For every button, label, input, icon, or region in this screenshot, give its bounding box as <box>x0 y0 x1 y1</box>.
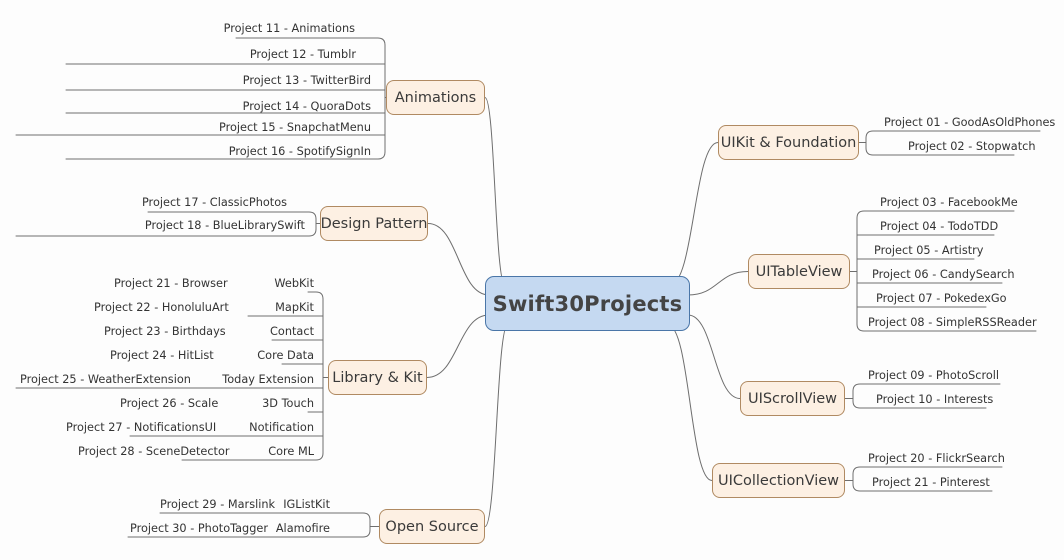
leaf-row[interactable]: Project 12 - Tumblr <box>170 42 385 66</box>
leaf-row[interactable]: Project 16 - SpotifySignIn <box>170 139 385 163</box>
branch-node-uicollectionview[interactable]: UICollectionView <box>712 463 845 498</box>
leaf-label: Project 03 - FacebookMe <box>880 195 1018 209</box>
leaf-label: Project 22 - HonoluluArt <box>94 300 229 314</box>
leaf-tech-label: Core ML <box>268 444 314 458</box>
branch-label: Library & Kit <box>332 369 423 386</box>
leaf-label: Project 24 - HitList <box>110 348 214 362</box>
leaf-row[interactable]: Project 20 - FlickrSearch <box>868 446 1048 470</box>
leaf-label: Project 23 - Birthdays <box>104 324 226 338</box>
leaf-row[interactable]: Project 22 - HonoluluArt MapKit <box>20 295 320 319</box>
leaf-tech-label: Contact <box>270 324 314 338</box>
leaf-tech-label: Core Data <box>257 348 314 362</box>
branch-node-uikit-foundation[interactable]: UIKit & Foundation <box>718 125 859 160</box>
branch-label: UICollectionView <box>717 472 840 489</box>
branch-label: Open Source <box>385 518 479 535</box>
branch-label: UIKit & Foundation <box>720 134 857 151</box>
leaf-label: Project 13 - TwitterBird <box>242 73 371 87</box>
leaf-row[interactable]: Project 01 - GoodAsOldPhones <box>884 110 1064 134</box>
leaf-tech-label: Notification <box>249 420 314 434</box>
leaf-row[interactable]: Project 26 - Scale 3D Touch <box>20 391 320 415</box>
leaf-label: Project 06 - CandySearch <box>872 267 1015 281</box>
central-node[interactable]: Swift30Projects <box>485 276 690 331</box>
leaf-tech-label: Alamofire <box>275 521 330 535</box>
leaf-row[interactable]: Project 11 - Animations <box>170 16 385 40</box>
branch-label: UIScrollView <box>747 390 838 407</box>
leaf-label: Project 15 - SnapchatMenu <box>218 120 371 134</box>
leaf-row[interactable]: Project 18 - BlueLibrarySwift <box>110 213 315 237</box>
branch-node-animations[interactable]: Animations <box>386 80 485 115</box>
leaf-tech-label: 3D Touch <box>262 396 314 410</box>
leaf-label: Project 21 - Pinterest <box>872 475 990 489</box>
leaf-row[interactable]: Project 06 - CandySearch <box>862 262 1062 286</box>
leaf-label: Project 01 - GoodAsOldPhones <box>884 115 1056 129</box>
leaf-row[interactable]: Project 28 - SceneDetector Core ML <box>20 439 320 463</box>
leaf-row[interactable]: Project 21 - Pinterest <box>868 470 1048 494</box>
branch-node-design-pattern[interactable]: Design Pattern <box>320 206 428 241</box>
leaf-row[interactable]: Project 05 - Artistry <box>862 238 1062 262</box>
branch-label: UITableView <box>755 263 843 280</box>
leaf-row[interactable]: Project 25 - WeatherExtension Today Exte… <box>20 367 320 391</box>
leaf-label: Project 11 - Animations <box>223 21 355 35</box>
leaf-label: Project 08 - SimpleRSSReader <box>868 315 1037 329</box>
leaf-label: Project 18 - BlueLibrarySwift <box>144 218 305 232</box>
branch-node-uiscrollview[interactable]: UIScrollView <box>740 381 845 416</box>
leaf-label: Project 28 - SceneDetector <box>78 444 230 458</box>
leaf-row[interactable]: Project 02 - Stopwatch <box>884 134 1064 158</box>
leaf-row[interactable]: Project 10 - Interests <box>868 387 1048 411</box>
leaf-row[interactable]: Project 15 - SnapchatMenu <box>170 115 385 139</box>
leaf-row[interactable]: Project 23 - Birthdays Contact <box>20 319 320 343</box>
leaf-label: Project 04 - TodoTDD <box>880 219 999 233</box>
leaf-tech-label: IGListKit <box>283 497 330 511</box>
central-node-label: Swift30Projects <box>492 291 683 316</box>
leaf-row[interactable]: Project 17 - ClassicPhotos <box>110 190 315 214</box>
leaf-label: Project 16 - SpotifySignIn <box>228 144 371 158</box>
leaf-row[interactable]: Project 30 - PhotoTagger Alamofire <box>130 516 370 540</box>
leaf-label: Project 25 - WeatherExtension <box>20 372 191 386</box>
leaf-row[interactable]: Project 07 - PokedexGo <box>862 286 1062 310</box>
leaf-row[interactable]: Project 04 - TodoTDD <box>862 214 1062 238</box>
leaf-row[interactable]: Project 14 - QuoraDots <box>170 94 385 118</box>
branch-node-open-source[interactable]: Open Source <box>379 509 485 544</box>
branch-label: Design Pattern <box>320 215 428 232</box>
branch-label: Animations <box>394 89 477 106</box>
leaf-label: Project 05 - Artistry <box>874 243 984 257</box>
leaf-tech-label: Today Extension <box>222 372 314 386</box>
leaf-row[interactable]: Project 13 - TwitterBird <box>170 68 385 92</box>
branch-node-library-kit[interactable]: Library & Kit <box>328 360 427 395</box>
leaf-label: Project 21 - Browser <box>114 276 228 290</box>
leaf-tech-label: WebKit <box>274 276 314 290</box>
leaf-label: Project 30 - PhotoTagger <box>130 521 268 535</box>
leaf-label: Project 14 - QuoraDots <box>242 99 371 113</box>
leaf-row[interactable]: Project 03 - FacebookMe <box>862 190 1062 214</box>
leaf-label: Project 20 - FlickrSearch <box>868 451 1005 465</box>
leaf-label: Project 12 - Tumblr <box>249 47 356 61</box>
leaf-label: Project 27 - NotificationsUI <box>66 420 217 434</box>
leaf-label: Project 07 - PokedexGo <box>876 291 1007 305</box>
leaf-row[interactable]: Project 27 - NotificationsUI Notificatio… <box>20 415 320 439</box>
leaf-row[interactable]: Project 08 - SimpleRSSReader <box>862 310 1062 334</box>
leaf-label: Project 17 - ClassicPhotos <box>141 195 287 209</box>
leaf-row[interactable]: Project 09 - PhotoScroll <box>868 363 1048 387</box>
leaf-label: Project 10 - Interests <box>876 392 994 406</box>
leaf-tech-label: MapKit <box>275 300 314 314</box>
leaf-row[interactable]: Project 24 - HitList Core Data <box>20 343 320 367</box>
leaf-row[interactable]: Project 29 - Marslink IGListKit <box>130 492 370 516</box>
leaf-label: Project 09 - PhotoScroll <box>868 368 1000 382</box>
leaf-label: Project 29 - Marslink <box>160 497 276 511</box>
branch-node-uitableview[interactable]: UITableView <box>748 254 850 289</box>
leaf-label: Project 26 - Scale <box>120 396 219 410</box>
leaf-label: Project 02 - Stopwatch <box>908 139 1036 153</box>
leaf-row[interactable]: Project 21 - Browser WebKit <box>20 271 320 295</box>
